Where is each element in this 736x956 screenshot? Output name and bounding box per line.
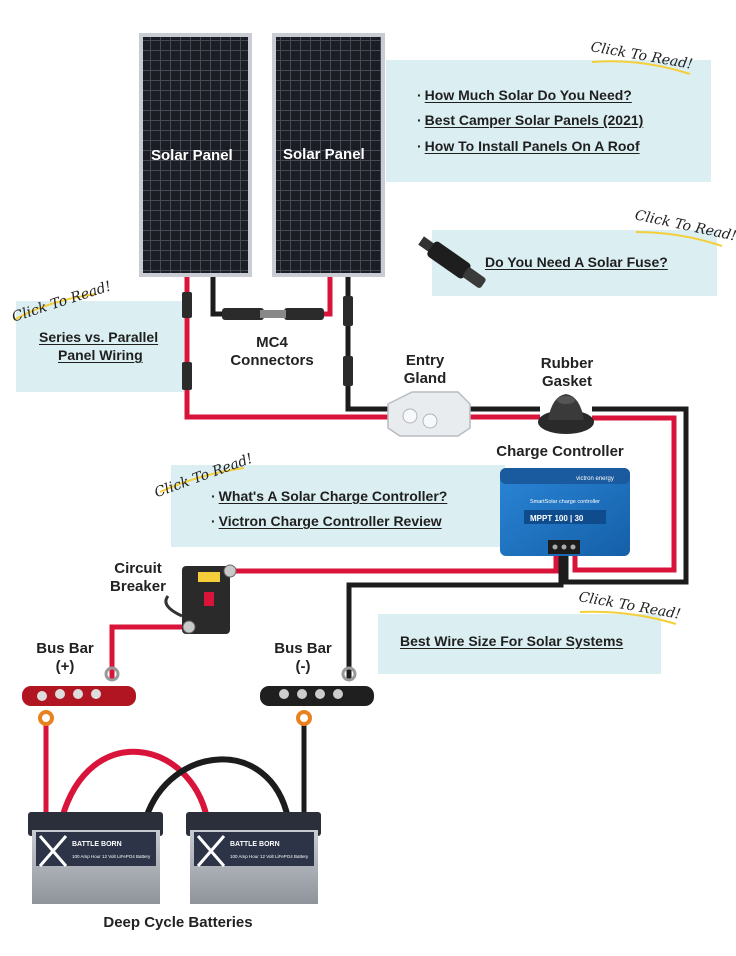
solar-panel-2-label: Solar Panel — [283, 146, 365, 163]
battery-1-brand: BATTLE BORN — [72, 841, 122, 848]
wire-black-to-busbar — [346, 555, 564, 680]
entry-gland-label: Entry Gland — [403, 352, 447, 387]
solar-panel-1 — [139, 33, 252, 277]
link-install-panels-roof[interactable]: How To Install Panels On A Roof — [417, 138, 640, 154]
bus-bar-negative — [260, 666, 374, 726]
mc4-vertical-3 — [343, 296, 353, 326]
bus-bar-positive — [22, 666, 136, 726]
wire-red-panel1 — [184, 277, 388, 420]
bus-bar-positive-label: Bus Bar (+) — [36, 640, 94, 675]
swoosh-series — [13, 293, 97, 321]
circuit-breaker — [164, 564, 237, 634]
solar-panel-2 — [272, 33, 385, 277]
link-box-controller — [171, 465, 505, 547]
link-panel-wiring[interactable]: Panel Wiring — [58, 347, 143, 363]
inline-solar-fuse — [418, 236, 486, 288]
link-best-camper-panels[interactable]: Best Camper Solar Panels (2021) — [417, 112, 644, 128]
link-solar-fuse[interactable]: Do You Need A Solar Fuse? — [485, 254, 668, 270]
battery-2-brand: BATTLE BORN — [230, 841, 280, 848]
controller-series-text: SmartSolar charge controller — [530, 499, 600, 505]
link-box-series — [16, 301, 184, 392]
controller-model-text: MPPT 100 | 30 — [530, 514, 584, 523]
mc4-vertical-1 — [182, 292, 192, 318]
swoosh-controller — [159, 467, 245, 493]
link-victron-review[interactable]: Victron Charge Controller Review — [211, 513, 442, 529]
mc4-connector-left — [222, 308, 276, 320]
wire-red-to-breaker — [236, 555, 559, 574]
wire-black-panel2 — [345, 277, 388, 412]
charge-controller: victron energy SmartSolar charge control… — [500, 468, 630, 556]
battery-2: BATTLE BORN 100 Amp Hour 12 Volt LiFePO4… — [186, 812, 321, 904]
rubber-gasket-label: Rubber Gasket — [540, 355, 594, 390]
link-what-is-charge-controller[interactable]: What's A Solar Charge Controller? — [211, 488, 448, 504]
controller-brand-text: victron energy — [576, 476, 614, 482]
swoosh-top-right — [591, 60, 691, 75]
mc4-vertical-4 — [343, 356, 353, 386]
swoosh-wire — [579, 610, 677, 625]
rubber-gasket — [538, 394, 594, 434]
wire-black-to-controller — [563, 406, 689, 585]
mc4-connector-right — [276, 308, 324, 320]
link-how-much-solar[interactable]: How Much Solar Do You Need? — [417, 87, 632, 103]
battery-1-spec: 100 Amp Hour 12 Volt LiFePO4 Battery — [72, 854, 151, 859]
mc4-connectors-label: MC4 Connectors — [230, 334, 314, 369]
circuit-breaker-label: Circuit Breaker — [110, 560, 166, 595]
link-box-wire — [378, 614, 661, 674]
swoosh-fuse — [635, 231, 723, 247]
wire-red-to-controller — [572, 415, 677, 573]
mc4-vertical-2 — [182, 362, 192, 390]
jumper-red — [59, 748, 210, 819]
bus-bar-negative-label: Bus Bar (-) — [274, 640, 332, 675]
wire-red-breaker-busbar — [109, 624, 182, 680]
jumper-black — [143, 756, 291, 819]
entry-gland — [387, 391, 471, 437]
battery-1: BATTLE BORN 100 Amp Hour 12 Volt LiFePO4… — [28, 812, 163, 904]
link-best-wire-size[interactable]: Best Wire Size For Solar Systems — [400, 633, 624, 649]
battery-2-spec: 100 Amp Hour 12 Volt LiFePO4 Battery — [230, 854, 309, 859]
deep-cycle-batteries-label: Deep Cycle Batteries — [103, 914, 253, 931]
link-series-parallel[interactable]: Series vs. Parallel — [39, 329, 159, 345]
charge-controller-label: Charge Controller — [496, 443, 624, 460]
solar-panel-1-label: Solar Panel — [151, 147, 233, 164]
